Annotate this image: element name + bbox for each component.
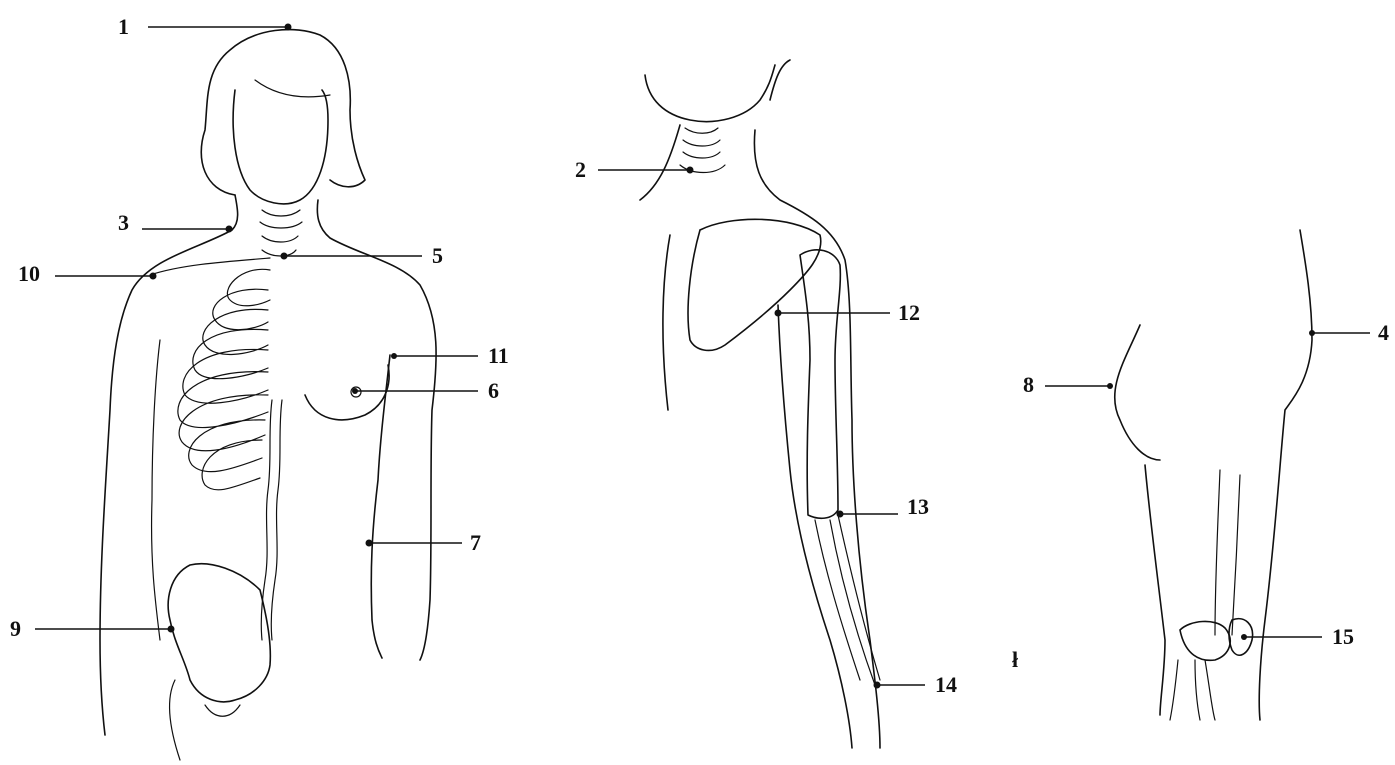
label-2-text: 2 xyxy=(575,157,586,182)
back-hair xyxy=(770,60,790,100)
label-14-text: 14 xyxy=(935,672,957,697)
back-head xyxy=(645,65,775,122)
front-figure xyxy=(100,30,436,760)
label-9-text: 9 xyxy=(10,616,21,641)
back-figure xyxy=(640,60,880,748)
back-torso-left xyxy=(663,235,670,410)
side-back-line xyxy=(1259,230,1312,720)
label-14: 14 xyxy=(874,672,958,697)
label-7-text: 7 xyxy=(470,530,481,555)
label-13-text: 13 xyxy=(907,494,929,519)
front-hair-part xyxy=(255,80,330,97)
label-4: 4 xyxy=(1309,320,1389,345)
label-10-text: 10 xyxy=(18,261,40,286)
back-neck-right xyxy=(754,130,880,748)
front-spine-right xyxy=(271,400,282,640)
label-1: 1 xyxy=(118,14,292,39)
front-breast xyxy=(305,365,389,420)
label-10: 10 xyxy=(18,261,157,286)
side-buttock xyxy=(1115,325,1160,460)
front-cervical xyxy=(260,210,302,256)
label-15: 15 xyxy=(1241,624,1354,649)
side-knee xyxy=(1180,621,1230,660)
front-face xyxy=(233,90,328,204)
label-11-text: 11 xyxy=(488,343,509,368)
label-6: 6 xyxy=(352,378,499,403)
front-clavicle xyxy=(150,258,270,275)
front-hair xyxy=(201,30,365,195)
stray-mark: ł xyxy=(1012,647,1018,672)
label-9: 9 xyxy=(10,616,175,641)
label-5-text: 5 xyxy=(432,243,443,268)
label-8: 8 xyxy=(1023,372,1113,397)
label-12: 12 xyxy=(775,300,921,325)
label-6-text: 6 xyxy=(488,378,499,403)
front-left-arm-inner xyxy=(152,340,160,640)
front-right-shoulder xyxy=(317,200,436,660)
label-13: 13 xyxy=(837,494,930,519)
back-neck-left xyxy=(640,125,680,200)
front-hip-joint xyxy=(170,680,240,760)
label-2: 2 xyxy=(575,157,694,182)
side-femur xyxy=(1215,470,1240,635)
back-cervical xyxy=(680,128,725,173)
label-15-text: 15 xyxy=(1332,624,1354,649)
back-scapula xyxy=(688,219,821,350)
side-tibia xyxy=(1170,660,1215,720)
label-4-text: 4 xyxy=(1378,320,1389,345)
front-pelvis xyxy=(168,564,270,702)
front-right-arm-inner xyxy=(371,355,390,658)
label-5: 5 xyxy=(281,243,444,268)
side-figure xyxy=(1115,230,1312,720)
front-ribs xyxy=(178,269,270,490)
label-11: 11 xyxy=(391,343,509,368)
label-8-text: 8 xyxy=(1023,372,1034,397)
label-7: 7 xyxy=(366,530,482,555)
label-1-text: 1 xyxy=(118,14,129,39)
label-12-text: 12 xyxy=(898,300,920,325)
back-humerus xyxy=(800,250,840,518)
label-layer: 1 2 3 4 5 6 7 xyxy=(10,14,1389,697)
label-3: 3 xyxy=(118,210,233,235)
side-thigh-front xyxy=(1145,465,1165,715)
label-3-text: 3 xyxy=(118,210,129,235)
back-forearm-bones xyxy=(815,515,880,685)
